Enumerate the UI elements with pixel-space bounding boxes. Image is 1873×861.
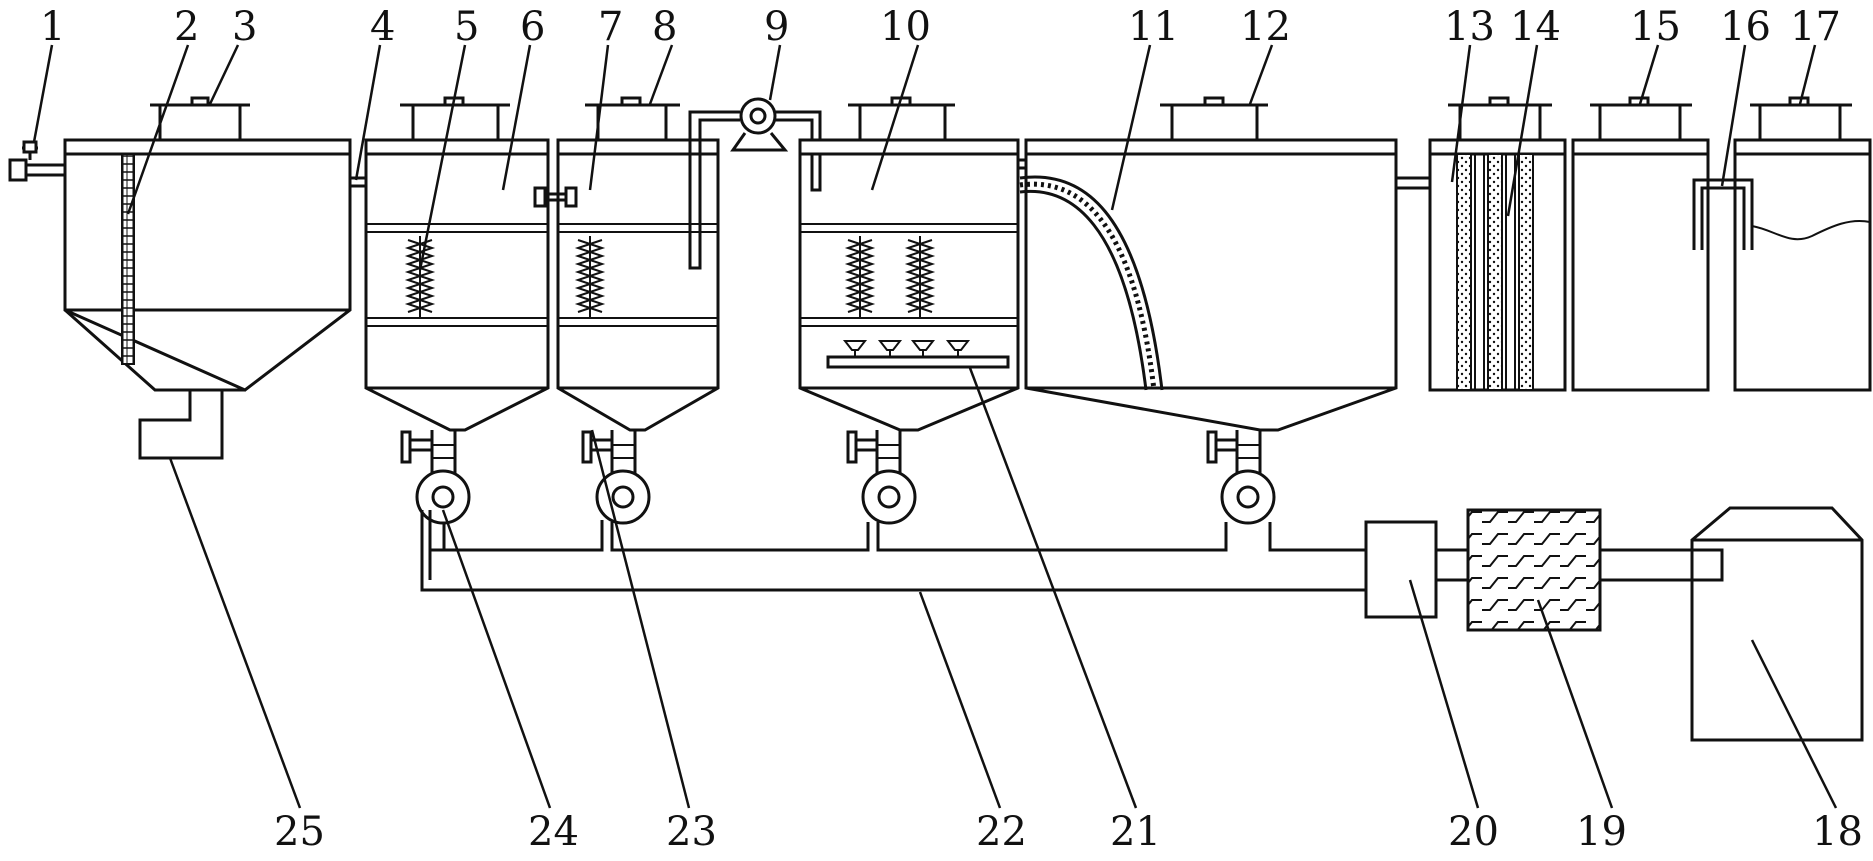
tank-7 [556, 96, 720, 525]
transfer-valve-6-7 [533, 186, 578, 208]
label-12: 12 [1240, 4, 1291, 50]
label-14: 14 [1510, 4, 1561, 50]
label-7: 7 [598, 4, 623, 50]
label-23: 23 [666, 809, 717, 855]
part-labels: 1 2 3 4 5 6 7 8 9 10 11 12 13 14 15 16 1… [40, 4, 1863, 855]
filter-press-19 [1466, 508, 1602, 632]
label-25: 25 [274, 809, 325, 855]
tank-15 [1571, 96, 1710, 392]
pipe-12-13 [1396, 176, 1430, 190]
label-19: 19 [1576, 809, 1627, 855]
tank-6 [364, 96, 550, 525]
label-18: 18 [1812, 809, 1863, 855]
label-3: 3 [232, 4, 257, 50]
label-24: 24 [528, 809, 579, 855]
tank-17-clean-water [1733, 96, 1872, 392]
label-4: 4 [370, 4, 395, 50]
connecting-pipe-4 [350, 176, 366, 188]
label-2: 2 [174, 4, 199, 50]
siphon-pipe-16 [1692, 178, 1754, 250]
label-16: 16 [1720, 4, 1771, 50]
label-17: 17 [1790, 4, 1841, 50]
tank-10-aeration [798, 96, 1020, 525]
label-22: 22 [976, 809, 1027, 855]
label-15: 15 [1630, 4, 1681, 50]
sludge-pipe-22 [420, 510, 1724, 592]
label-6: 6 [520, 4, 545, 50]
filter-tank-13 [1428, 96, 1567, 392]
label-20: 20 [1448, 809, 1499, 855]
label-13: 13 [1444, 4, 1495, 50]
label-10: 10 [880, 4, 931, 50]
sludge-tank-18 [1690, 506, 1864, 742]
label-8: 8 [652, 4, 677, 50]
label-21: 21 [1110, 809, 1161, 855]
label-1: 1 [40, 4, 65, 50]
sludge-thickener-20 [1364, 520, 1438, 619]
label-11: 11 [1128, 4, 1179, 50]
label-5: 5 [454, 4, 479, 50]
tank-3-settling [8, 96, 352, 460]
leader-lines [32, 44, 1838, 809]
tank-12-sedimentation [1019, 96, 1398, 525]
label-9: 9 [764, 4, 789, 50]
